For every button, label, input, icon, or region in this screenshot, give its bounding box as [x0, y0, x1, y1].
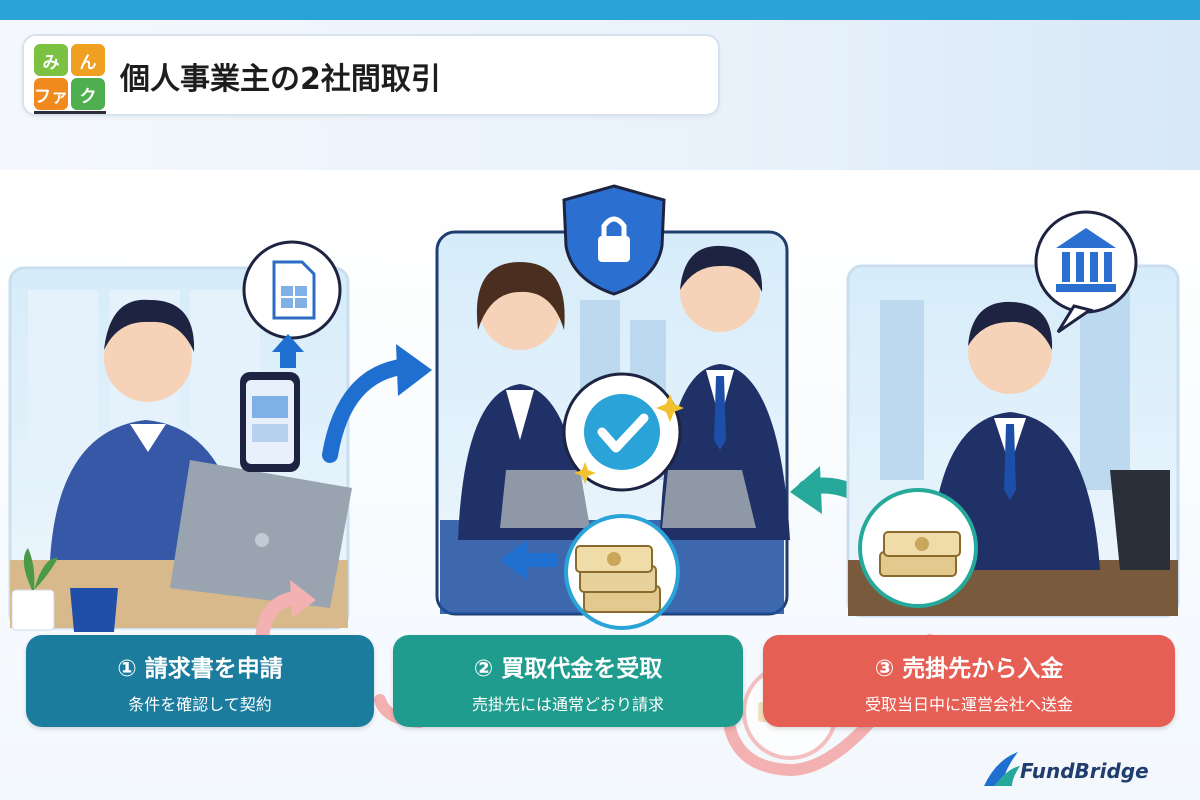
laptop-right [662, 470, 756, 528]
freelancer-head [104, 314, 192, 402]
client-head [968, 310, 1052, 394]
left-arrow-icon [500, 540, 528, 580]
step-1-desc: 条件を確認して契約 [128, 695, 272, 714]
bank-icon [1056, 228, 1116, 292]
sparkle-icon [656, 394, 684, 422]
panel-freelancer [8, 240, 352, 632]
logo-tile-3: ファ [34, 78, 68, 110]
brand-name: FundBridge [1020, 759, 1149, 783]
teal-arrow-head-icon [790, 466, 822, 514]
flow-illustration [8, 184, 1180, 786]
red-return-arrow-left [255, 591, 303, 647]
logo-tile-2: ん [71, 44, 105, 76]
fundbridge-logo-icon [984, 752, 1018, 786]
money-icon [575, 545, 661, 613]
up-arrow-icon [272, 334, 304, 368]
client-money-icon [879, 531, 961, 577]
step-3-label: ③ 売掛先から入金 [874, 656, 1064, 682]
step-3-desc: 受取当日中に運営会社へ送金 [864, 695, 1073, 714]
panel-client [846, 210, 1180, 618]
office-chair [1110, 470, 1170, 570]
coffee-mug [70, 588, 118, 632]
minfac-logo: み ん ファ ク [34, 44, 106, 110]
bank-bubble [1034, 210, 1138, 314]
laptop-left [500, 470, 590, 528]
logo-tile-1: み [34, 44, 68, 76]
logo-underline [34, 111, 106, 114]
step-2-desc: 売掛先には通常どおり請求 [471, 695, 664, 714]
step-2-card: ② 買取代金を受取 売掛先には通常どおり請求 [393, 635, 743, 727]
checkmark-icon [584, 394, 660, 470]
man-head [680, 252, 760, 332]
plant [23, 548, 58, 590]
top-accent-strip [0, 0, 1200, 20]
blue-arrow-head-icon [396, 344, 432, 396]
blue-flow-arrow [322, 358, 416, 463]
step-1-card: ① 請求書を申請 条件を確認して契約 [26, 635, 374, 727]
title-card [22, 34, 720, 116]
logo-tile-4: ク [71, 78, 105, 110]
page-title: 個人事業主の2社間取引 [120, 62, 441, 97]
panel-factoring-company [435, 184, 790, 630]
step-1-label: ① 請求書を申請 [117, 656, 283, 682]
step-2-label: ② 買取代金を受取 [473, 656, 663, 682]
step-3-card: ③ 売掛先から入金 受取当日中に運営会社へ送金 [763, 635, 1175, 727]
